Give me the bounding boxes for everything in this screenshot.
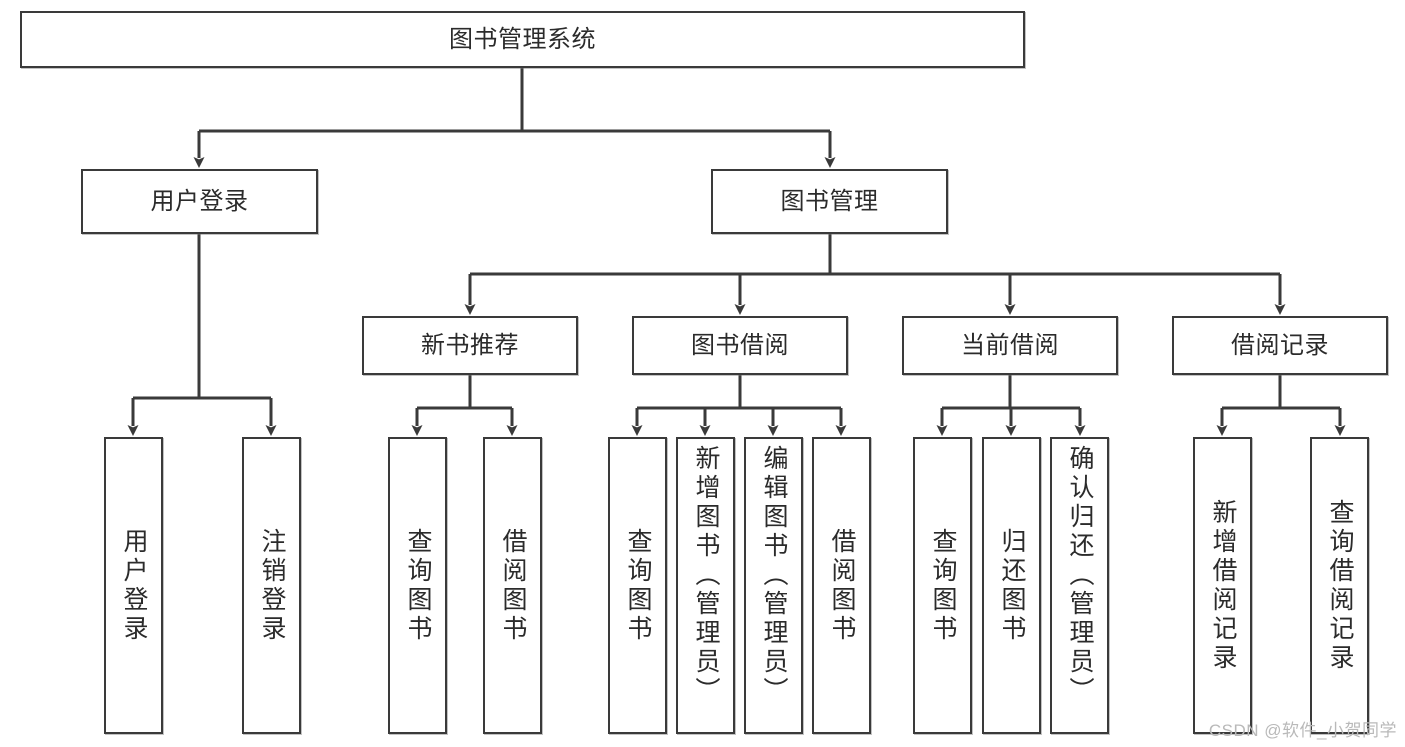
node-new-book-recommend[interactable]: 新书推荐 <box>362 316 578 375</box>
leaf-node[interactable]: 新增借阅记录 <box>1193 437 1252 734</box>
leaf-node[interactable]: 借阅图书 <box>812 437 871 734</box>
node-user-login-label: 用户登录 <box>150 187 249 215</box>
leaf-node[interactable]: 查询借阅记录 <box>1310 437 1369 734</box>
leaf-node-label: 借阅图书 <box>828 527 856 644</box>
node-current-borrow-label: 当前借阅 <box>961 331 1059 359</box>
node-root-label: 图书管理系统 <box>449 25 596 53</box>
leaf-node-label: 确认归还（管理员） <box>1066 445 1094 706</box>
node-book-borrow-label: 图书借阅 <box>691 331 789 359</box>
leaf-node[interactable]: 归还图书 <box>982 437 1041 734</box>
node-new-book-recommend-label: 新书推荐 <box>421 331 519 359</box>
leaf-node-label: 查询图书 <box>404 527 432 644</box>
node-book-management[interactable]: 图书管理 <box>711 169 948 234</box>
node-borrow-record[interactable]: 借阅记录 <box>1172 316 1388 375</box>
leaf-node-label: 编辑图书（管理员） <box>760 445 788 706</box>
leaf-node[interactable]: 借阅图书 <box>483 437 542 734</box>
leaf-node[interactable]: 查询图书 <box>388 437 447 734</box>
node-book-management-label: 图书管理 <box>780 187 879 215</box>
leaf-node-label: 新增借阅记录 <box>1209 498 1237 673</box>
leaf-node-label: 查询图书 <box>624 527 652 644</box>
leaf-node-label: 查询图书 <box>929 527 957 644</box>
leaf-node[interactable]: 确认归还（管理员） <box>1050 437 1109 734</box>
leaf-node[interactable]: 查询图书 <box>913 437 972 734</box>
leaf-node[interactable]: 新增图书（管理员） <box>676 437 735 734</box>
leaf-node-label: 借阅图书 <box>499 527 527 644</box>
csdn-watermark: CSDN @软件_小贺同学 <box>1208 721 1397 740</box>
node-current-borrow[interactable]: 当前借阅 <box>902 316 1118 375</box>
node-book-borrow[interactable]: 图书借阅 <box>632 316 848 375</box>
leaf-node[interactable]: 编辑图书（管理员） <box>744 437 803 734</box>
leaf-node[interactable]: 注销登录 <box>242 437 301 734</box>
leaf-node-label: 新增图书（管理员） <box>692 445 720 706</box>
leaf-node[interactable]: 用户登录 <box>104 437 163 734</box>
node-user-login[interactable]: 用户登录 <box>81 169 318 234</box>
leaf-node-label: 注销登录 <box>258 527 286 644</box>
leaf-node-label: 归还图书 <box>998 527 1026 644</box>
leaf-node-label: 用户登录 <box>120 527 148 644</box>
node-root[interactable]: 图书管理系统 <box>20 11 1025 68</box>
leaf-node[interactable]: 查询图书 <box>608 437 667 734</box>
leaf-node-label: 查询借阅记录 <box>1326 498 1354 673</box>
node-borrow-record-label: 借阅记录 <box>1231 331 1329 359</box>
